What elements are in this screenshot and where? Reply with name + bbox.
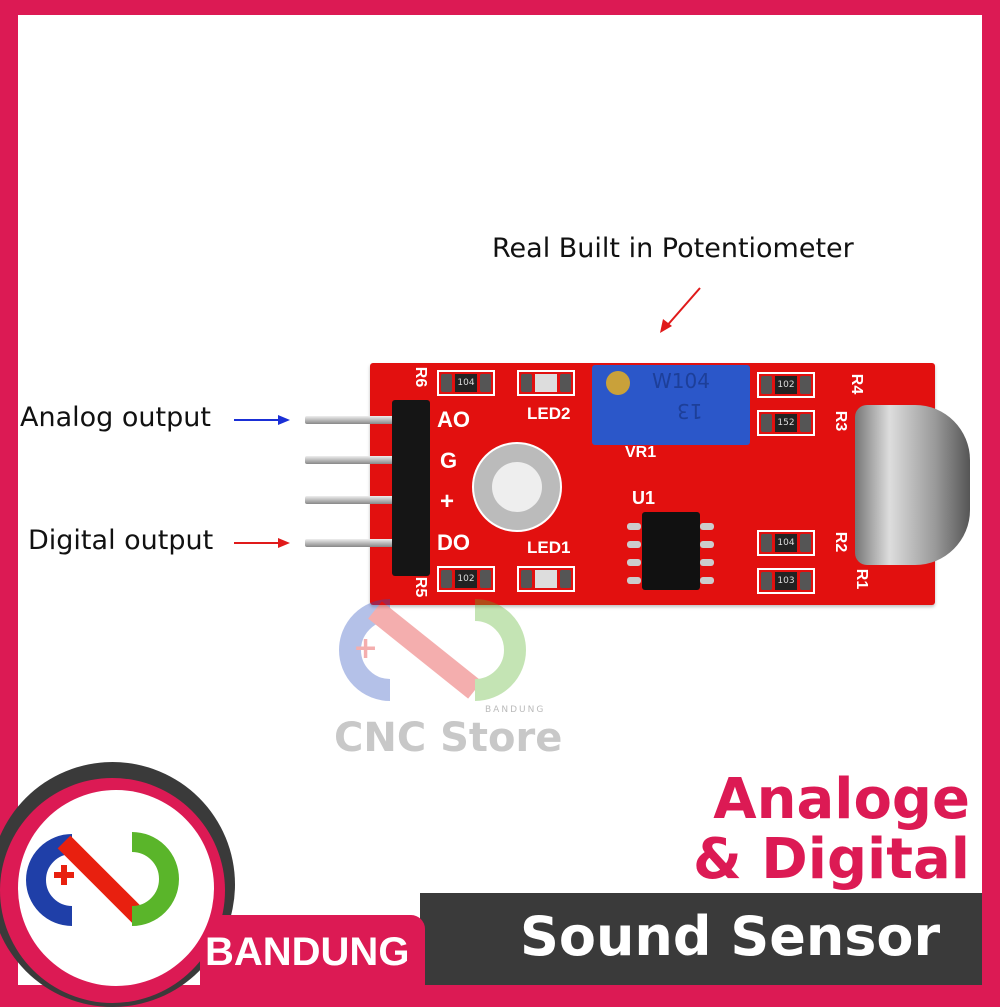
cnc-store-logo-icon <box>26 832 179 926</box>
label-led2: LED2 <box>527 404 571 423</box>
resistor-value: 152 <box>775 414 797 432</box>
label-do: DO <box>437 530 470 555</box>
potentiometer-annotation: Real Built in Potentiometer <box>492 233 854 264</box>
microphone <box>855 405 970 565</box>
led1 <box>517 566 575 592</box>
potentiometer-screw-icon[interactable] <box>606 371 630 395</box>
resistor-r1: 103 <box>757 568 815 594</box>
mounting-hole <box>472 442 562 532</box>
digital-arrow-icon <box>234 538 290 548</box>
label-g: G <box>440 448 458 473</box>
watermark-sub: BANDUNG <box>485 705 546 715</box>
pin-g <box>305 456 415 464</box>
analog-arrow-icon <box>234 415 290 425</box>
led2 <box>517 370 575 396</box>
watermark-logo-icon: + <box>339 599 526 701</box>
amplifier-chip <box>642 512 700 590</box>
resistor-r5: 102 <box>437 566 495 592</box>
label-r3: R3 <box>832 410 850 432</box>
city-label: BANDUNG <box>205 930 410 974</box>
pot-marking-2: 13 <box>677 399 703 423</box>
svg-text:+: + <box>353 631 378 666</box>
pin-ao <box>305 416 415 424</box>
resistor-value: 103 <box>775 572 797 590</box>
watermark-brand: CNC Store <box>334 715 563 761</box>
pot-marking: W104 <box>652 369 710 393</box>
headline-analoge: Analoge <box>713 767 970 832</box>
resistor-value: 104 <box>775 534 797 552</box>
resistor-value: 102 <box>455 570 477 588</box>
label-u1: U1 <box>632 488 656 508</box>
resistor-r3: 152 <box>757 410 815 436</box>
product-banner <box>420 893 982 985</box>
analog-output-annotation: Analog output <box>20 402 211 433</box>
label-vr1: VR1 <box>625 444 657 461</box>
headline-digital: & Digital <box>692 827 970 892</box>
product-title: Sound Sensor <box>520 905 941 968</box>
label-r2: R2 <box>832 531 850 553</box>
digital-output-annotation: Digital output <box>28 525 214 556</box>
label-plus: + <box>440 488 455 515</box>
city-tab <box>200 915 425 990</box>
potentiometer-arrow-icon <box>660 287 701 333</box>
label-r1: R1 <box>853 568 871 590</box>
headline: Analoge & Digital <box>693 770 970 890</box>
potentiometer[interactable]: W104 13 <box>592 365 750 445</box>
resistor-r4: 102 <box>757 372 815 398</box>
label-r6: R6 <box>412 366 430 388</box>
resistor-value: 104 <box>455 374 477 392</box>
resistor-value: 102 <box>775 376 797 394</box>
pin-header <box>392 400 430 576</box>
label-led1: LED1 <box>527 538 571 557</box>
resistor-r6: 104 <box>437 370 495 396</box>
pin-do <box>305 539 415 547</box>
pin-vcc <box>305 496 415 504</box>
label-r4: R4 <box>848 373 866 395</box>
label-ao: AO <box>437 407 470 432</box>
resistor-r2: 104 <box>757 530 815 556</box>
